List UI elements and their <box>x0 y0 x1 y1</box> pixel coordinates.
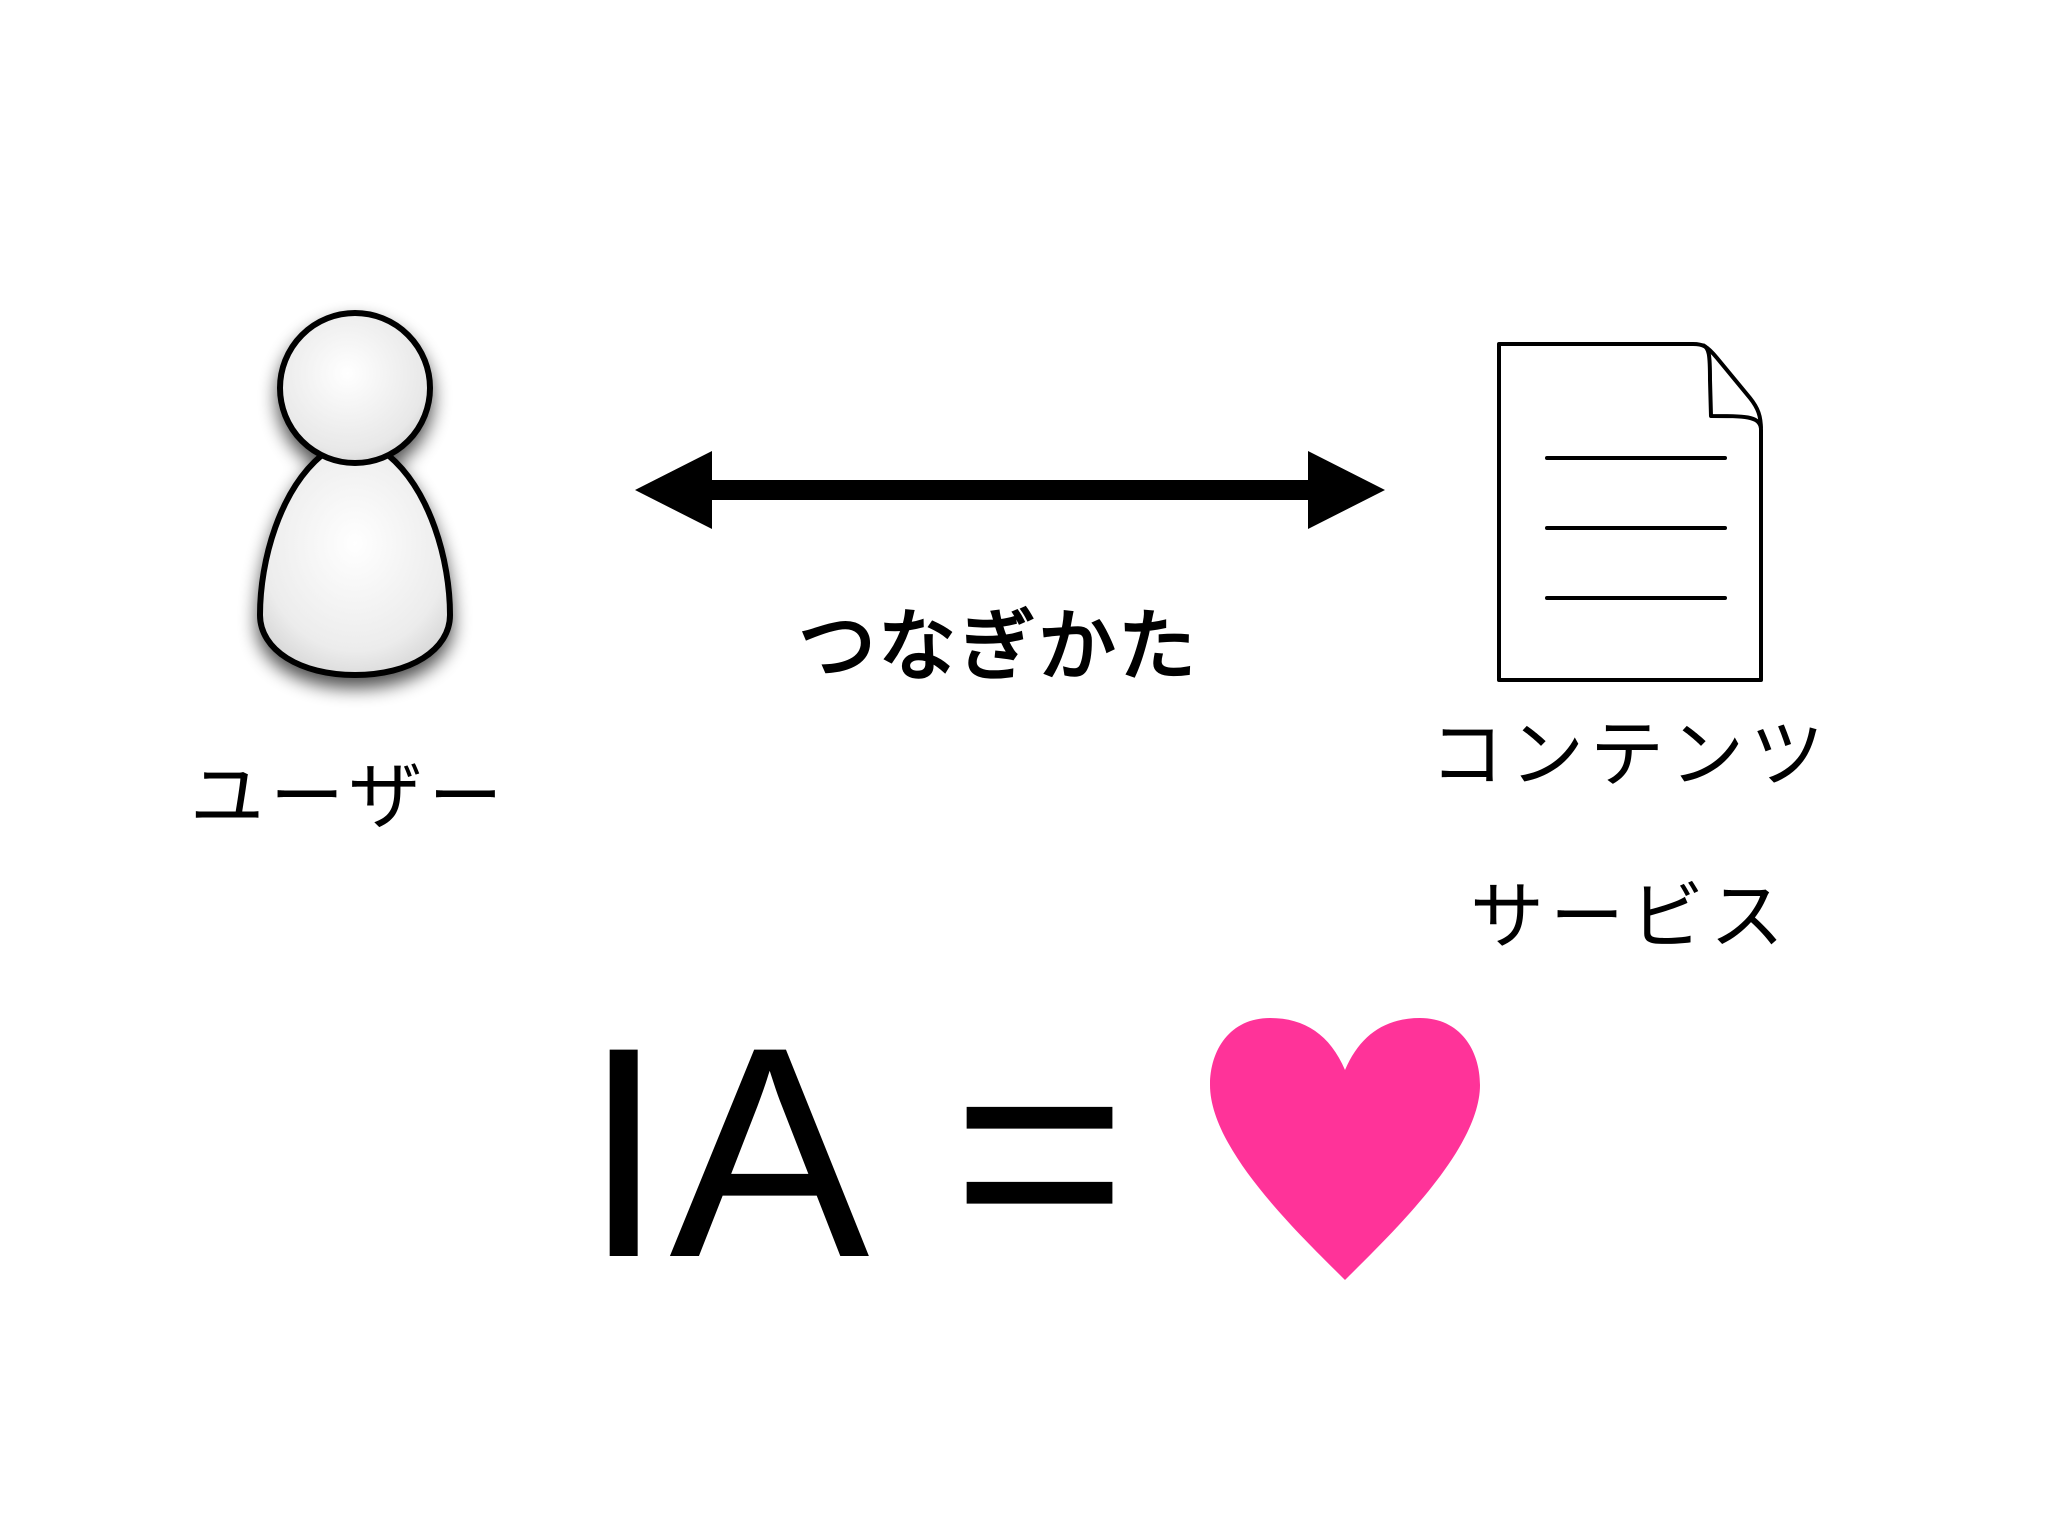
user-icon <box>230 290 490 740</box>
heart-icon <box>1210 1010 1480 1280</box>
connection-label: つなぎかた <box>798 602 1199 692</box>
user-label: ユーザー <box>190 754 509 840</box>
document-icon <box>1495 340 1795 685</box>
double-arrow-icon <box>630 445 1390 535</box>
equation-lhs: IA <box>582 984 874 1320</box>
content-label: コンテンツ <box>1430 712 1830 798</box>
equals-sign: = <box>952 982 1128 1318</box>
service-label: サービス <box>1470 874 1790 960</box>
